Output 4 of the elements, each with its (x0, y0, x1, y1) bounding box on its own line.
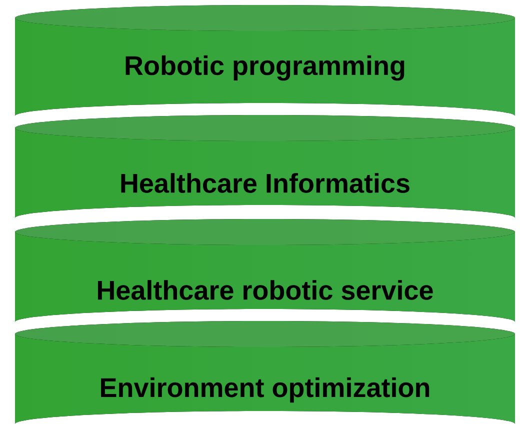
cylinder: Healthcare robotic service (15, 219, 515, 322)
cylinder: Robotic programming (15, 5, 515, 116)
cylinder: Environment optimization (15, 321, 515, 424)
cylinder: Healthcare Informatics (15, 115, 515, 218)
